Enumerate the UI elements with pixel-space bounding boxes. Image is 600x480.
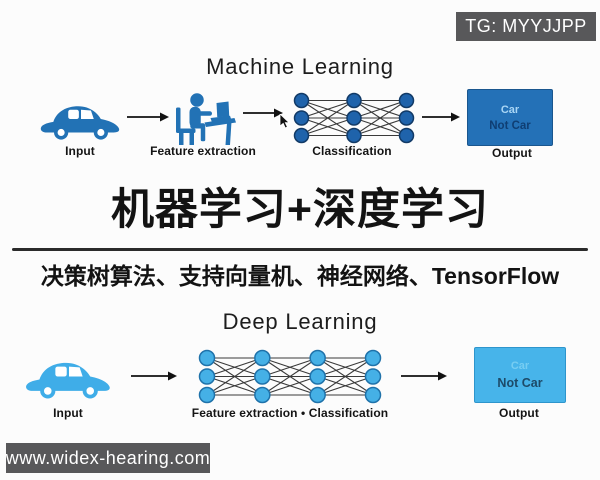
ml-output-car-text: Car xyxy=(500,103,520,116)
site-watermark-badge: www.widex-hearing.com xyxy=(6,443,210,473)
ml-input-label: Input xyxy=(65,144,95,158)
mouse-cursor-icon xyxy=(279,114,290,129)
dl-output-label: Output xyxy=(499,406,539,420)
arrow-icon xyxy=(401,371,447,381)
person-at-desk-icon xyxy=(176,93,236,145)
deep-learning-title: Deep Learning xyxy=(222,309,378,334)
ml-classification-label: Classification xyxy=(312,144,392,158)
arrow-icon xyxy=(131,371,177,381)
dl-output-car-text: Car xyxy=(510,360,530,372)
dl-network-label: Feature extraction • Classification xyxy=(191,406,389,420)
ml-feature-extraction-label: Feature extraction xyxy=(150,144,256,158)
arrow-icon xyxy=(243,108,283,118)
ml-output-notcar-text: Not Car xyxy=(489,119,531,132)
arrow-icon xyxy=(127,112,169,122)
subtitle-algorithms: 决策树算法、支持向量机、神经网络、TensorFlow xyxy=(40,263,560,289)
dl-output-screen: Car Not Car xyxy=(474,347,566,403)
headline-chinese: 机器学习+深度学习 xyxy=(110,186,490,234)
ml-output-label: Output xyxy=(492,146,532,160)
site-watermark-text: www.widex-hearing.com xyxy=(5,447,211,468)
telegram-watermark-text: TG: MYYJJPP xyxy=(465,16,587,36)
divider-line xyxy=(12,248,588,251)
car-icon xyxy=(26,362,110,399)
ml-neural-network-icon xyxy=(293,92,415,144)
machine-learning-title: Machine Learning xyxy=(206,54,394,79)
ml-output-screen: Car Not Car xyxy=(467,89,553,146)
arrow-icon xyxy=(422,112,460,122)
dl-input-label: Input xyxy=(53,406,83,420)
telegram-watermark-badge: TG: MYYJJPP xyxy=(456,12,596,41)
car-icon xyxy=(40,106,120,140)
dl-output-notcar-text: Not Car xyxy=(497,376,543,390)
dl-neural-network-icon xyxy=(198,349,382,404)
